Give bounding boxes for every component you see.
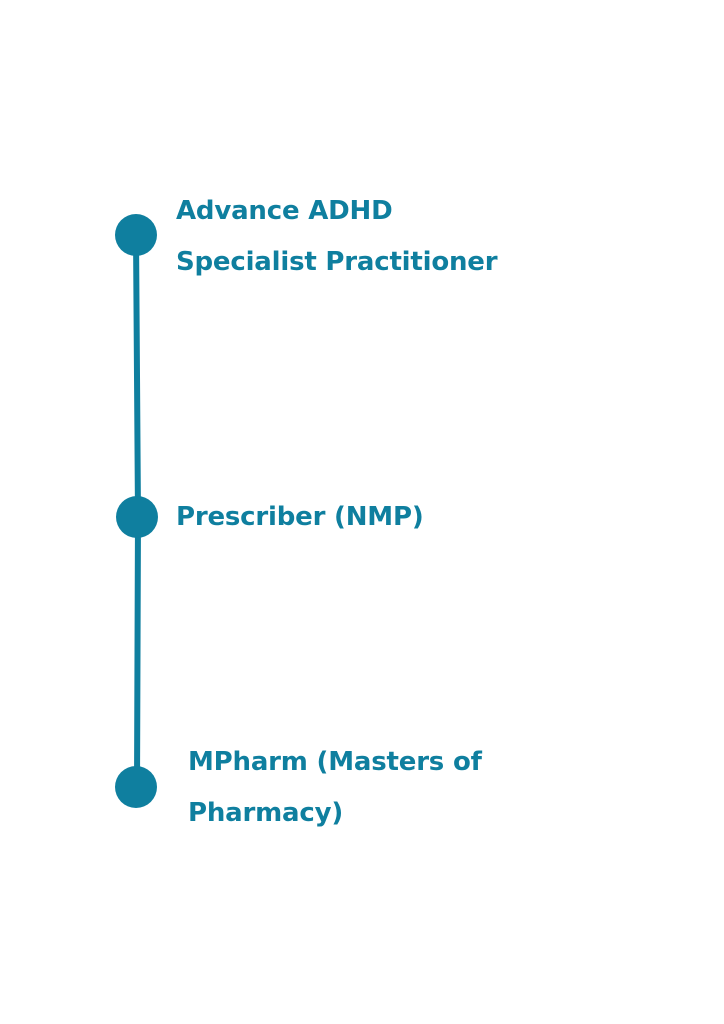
stage-label-prescriber: Prescriber (NMP)	[176, 492, 424, 543]
stage-label-mpharm: MPharm (Masters of Pharmacy)	[188, 737, 482, 839]
timeline-node	[115, 766, 157, 808]
stage-label-line: MPharm (Masters of	[188, 747, 482, 777]
stage-label-line: Pharmacy)	[188, 798, 344, 828]
stage-label-line: Advance ADHD	[176, 196, 393, 226]
stage-label-line: Prescriber (NMP)	[176, 502, 424, 532]
timeline-node	[115, 214, 157, 256]
timeline-node	[116, 496, 158, 538]
stage-label-line: Specialist Practitioner	[176, 247, 498, 277]
timeline-connector	[134, 514, 141, 790]
timeline-connector	[133, 232, 141, 520]
stage-label-advance-adhd: Advance ADHD Specialist Practitioner	[176, 186, 498, 288]
